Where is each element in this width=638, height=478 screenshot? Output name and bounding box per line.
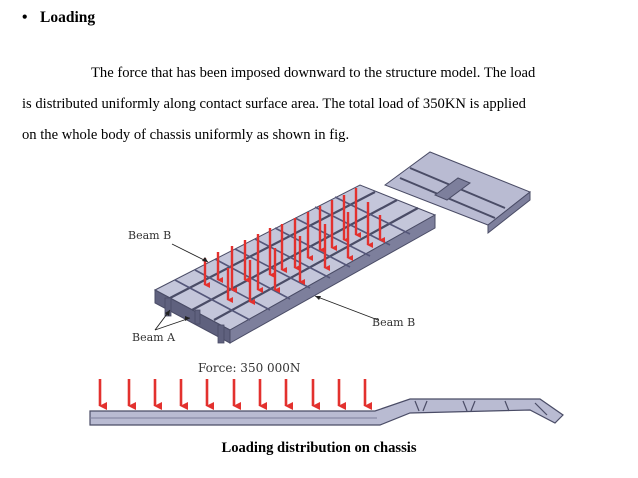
chassis-side-view-figure: Force: 350 000N — [89, 361, 564, 426]
section-heading: • Loading — [22, 9, 95, 27]
label-beam-a: Beam A — [132, 331, 176, 344]
body-paragraph: The force that has been imposed downward… — [22, 58, 618, 151]
chassis-frame — [153, 151, 531, 344]
paragraph-line-2: is distributed uniformly along contact s… — [22, 96, 526, 112]
paragraph-line-3: on the whole body of chassis uniformly a… — [22, 127, 350, 143]
leader-lines — [154, 243, 379, 331]
load-arrows-side — [98, 379, 372, 410]
bullet: • — [22, 9, 28, 26]
label-beam-b-right: Beam B — [372, 316, 415, 329]
chassis-side-profile — [89, 398, 564, 426]
paragraph-line-1: The force that has been imposed downward… — [91, 65, 536, 81]
section-title: Loading — [40, 9, 96, 26]
figure-caption: Loading distribution on chassis — [221, 440, 417, 456]
label-force: Force: 350 000N — [198, 361, 300, 375]
chassis-isometric-figure: Beam B Beam B Beam A — [128, 151, 531, 344]
label-beam-b-top: Beam B — [128, 229, 171, 242]
load-arrows-top — [203, 188, 385, 305]
